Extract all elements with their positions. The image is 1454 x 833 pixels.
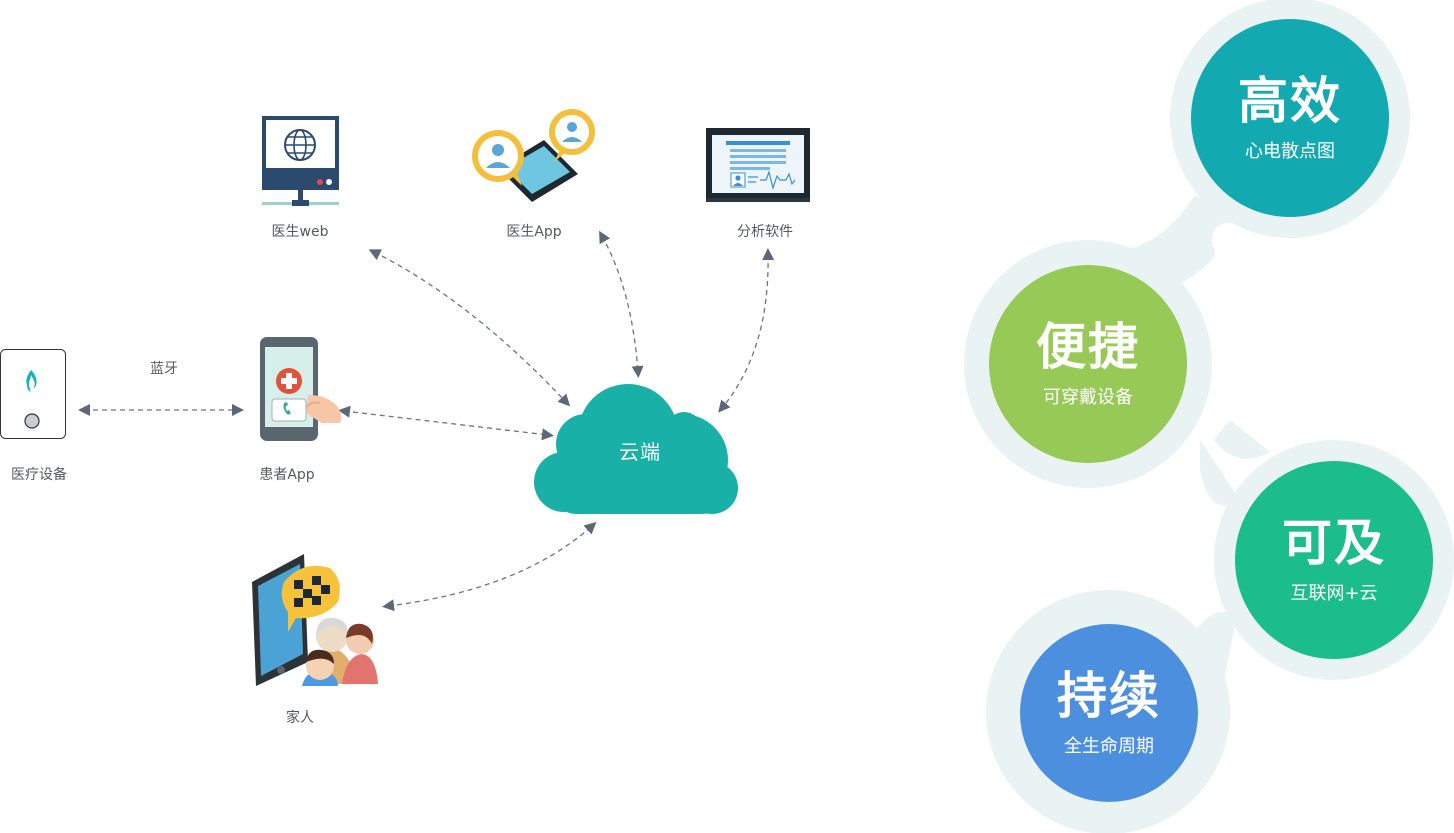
medical-device-node[interactable] [0,349,66,439]
web-monitor-icon [262,116,339,206]
feature-accessible-subtitle: 互联网+云 [1290,582,1378,604]
feature-efficient-title: 高效 [1238,72,1342,131]
doctor-app-node[interactable] [466,106,598,206]
feature-convenient-title: 便捷 [1036,318,1140,377]
link-web-cloud [368,249,571,407]
medical-device-label: 医疗设备 [11,467,67,483]
cloud-node[interactable] [534,382,740,520]
feature-convenient[interactable]: 便捷 可穿戴设备 [989,265,1187,463]
link-app-cloud [599,230,644,378]
analysis-software-label: 分析软件 [737,224,793,240]
feature-continuous-title: 持续 [1057,667,1161,726]
patient-app-node[interactable] [260,337,342,447]
laptop-ecg-icon [706,128,810,202]
patient-app-label: 患者App [259,467,315,483]
feature-continuous[interactable]: 持续 全生命周期 [1020,624,1198,802]
feature-continuous-subtitle: 全生命周期 [1064,735,1154,757]
feature-efficient-subtitle: 心电散点图 [1245,140,1335,162]
feature-accessible[interactable]: 可及 互联网+云 [1235,461,1433,659]
link-analysis-cloud [718,248,775,413]
family-node[interactable] [248,552,384,692]
patient-phone-icon [260,337,342,441]
family-label: 家人 [286,710,314,726]
doctor-web-label: 医生web [271,224,329,240]
link-patient-cloud [338,405,554,441]
feature-efficient[interactable]: 高效 心电散点图 [1191,19,1389,217]
cloud-label: 云端 [619,440,661,464]
analysis-software-node[interactable] [706,128,812,212]
cloud-icon [534,384,738,514]
feature-accessible-title: 可及 [1282,514,1386,573]
link-family-cloud [382,522,597,612]
family-phone-icon [252,554,378,686]
tablet-video-call-icon [472,109,595,202]
medical-device-icon [0,349,66,439]
feature-convenient-subtitle: 可穿戴设备 [1043,386,1133,408]
bluetooth-label: 蓝牙 [150,361,178,377]
doctor-app-label: 医生App [506,224,562,240]
doctor-web-node[interactable] [262,116,340,214]
